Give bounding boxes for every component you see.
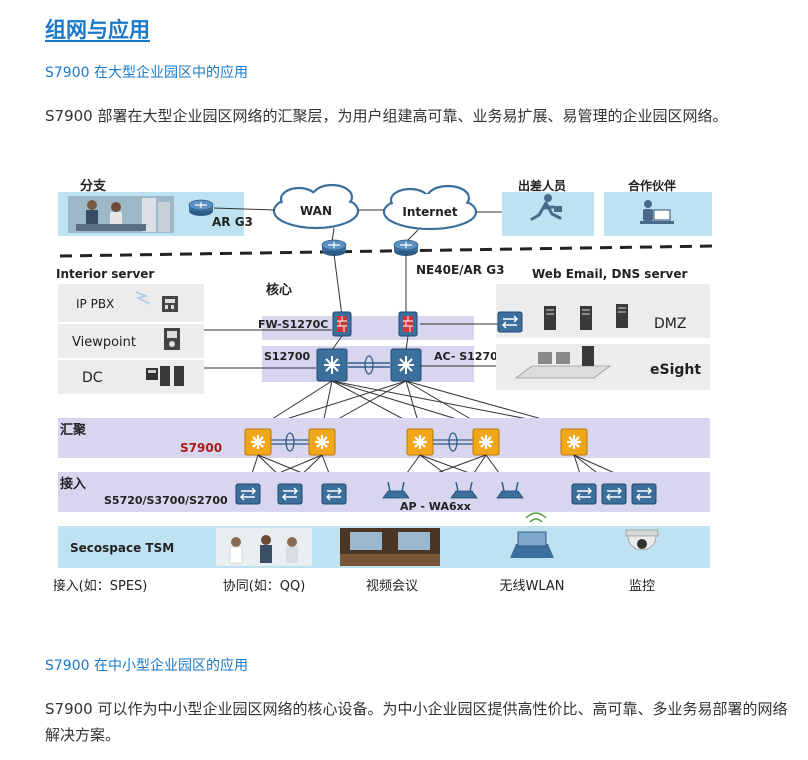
ip-pbx-box: [58, 284, 204, 322]
ac-switch-icon: [390, 348, 422, 382]
surveillance-camera-icon: [625, 529, 659, 551]
internet-edge-router-icon: [393, 239, 419, 257]
traveler-label: 出差人员: [518, 178, 566, 193]
page-heading: 组网与应用: [45, 18, 150, 42]
wan-edge-router-icon: [321, 239, 347, 257]
section2-text: S7900 可以作为中小型企业园区网络的核心设备。为中小企业园区提供高性价比、高…: [45, 700, 788, 744]
dc-label: DC: [82, 370, 103, 386]
aggregation-switch-1-icon: [243, 427, 273, 457]
edge-router-label: NE40E/AR G3: [416, 263, 504, 277]
section1-text: S7900 部署在大型企业园区网络的汇聚层，为用户组建高可靠、业务易扩展、易管理…: [45, 107, 728, 125]
section1-title: S7900 在大型企业园区中的应用: [45, 65, 248, 81]
dmz-server-1-icon: [544, 306, 556, 330]
viewpoint-device-icon: [164, 328, 180, 350]
access-switch-1-icon: [235, 483, 261, 505]
access-switch-3-icon: [321, 483, 347, 505]
access-models-label: S5720/S3700/S2700: [104, 494, 228, 507]
branch-label: 分支: [80, 178, 107, 194]
caption-monitoring: 监控: [629, 579, 655, 594]
wireless-signal-icon: [135, 291, 151, 305]
wan-label: WAN: [300, 204, 332, 218]
dmz-label: DMZ: [654, 316, 686, 332]
caption-video-conference: 视频会议: [366, 579, 418, 594]
aggregation-model-label: S7900: [180, 441, 222, 455]
boundary-dashed-line: [59, 244, 715, 258]
dc-servers-icon: [146, 366, 184, 386]
interior-server-label: Interior server: [56, 267, 154, 281]
caption-wlan: 无线WLAN: [499, 579, 564, 594]
dmz-server-3-icon: [616, 304, 628, 328]
esight-label: eSight: [650, 362, 701, 378]
access-switch-4-icon: [571, 483, 597, 505]
partner-label: 合作伙伴: [628, 178, 676, 193]
partner-icon: [640, 200, 674, 224]
pbx-phone-icon: [162, 296, 178, 312]
core-link-bundle-icon: [364, 355, 374, 375]
ip-pbx-label: IP PBX: [76, 297, 114, 311]
access-band: [58, 472, 710, 512]
internet-label: Internet: [402, 205, 457, 219]
access-switch-6-icon: [631, 483, 657, 505]
caption-access: 接入(如：SPES): [54, 578, 147, 594]
firewall-label: FW-S1270C: [258, 318, 328, 331]
caption-collaboration: 协同(如：QQ): [223, 578, 306, 594]
core-switch-band: [262, 346, 474, 382]
core-switch-icon: [316, 348, 348, 382]
esight-servers-icon: [514, 346, 612, 379]
video-conference-picture: [340, 528, 440, 566]
collaboration-picture: [216, 528, 312, 566]
firewall-right-icon: [398, 311, 418, 337]
dmz-switch-icon: [497, 311, 523, 333]
firewall-band: [262, 316, 474, 340]
aggregation-switch-3-icon: [405, 427, 435, 457]
web-email-dns-label: Web Email, DNS server: [532, 267, 687, 281]
traveler-icon: [530, 194, 562, 221]
aggregation-label: 汇聚: [60, 423, 87, 438]
ac-switch-label: AC- S12700: [434, 350, 506, 363]
access-switch-5-icon: [601, 483, 627, 505]
branch-router-icon: [188, 199, 214, 217]
viewpoint-label: Viewpoint: [72, 335, 136, 350]
internet-cloud-icon: [382, 184, 478, 231]
aggregation-band: [58, 418, 710, 458]
tsm-label: Secospace TSM: [70, 541, 174, 555]
branch-office-picture: [68, 196, 174, 233]
section2-title: S7900 在中小型企业园区的应用: [45, 658, 248, 674]
firewall-left-icon: [332, 311, 352, 337]
wireless-laptop-icon: [510, 512, 554, 558]
wan-cloud-icon: [272, 183, 360, 230]
core-switch-label: S12700: [264, 350, 311, 363]
access-switch-2-icon: [277, 483, 303, 505]
aggregation-switch-4-icon: [471, 427, 501, 457]
branch-router-label: AR G3: [212, 215, 253, 229]
dmz-server-2-icon: [580, 306, 592, 330]
network-diagram: 分支 出差人员 合作伙伴 AR G3 WAN Internet: [54, 178, 715, 594]
aggregation-switch-2-icon: [307, 427, 337, 457]
dmz-box: [496, 284, 710, 338]
access-label: 接入: [60, 476, 86, 492]
aggregation-switch-5-icon: [559, 427, 589, 457]
ap-model-label: AP - WA6xx: [400, 500, 471, 513]
core-label: 核心: [266, 282, 292, 298]
